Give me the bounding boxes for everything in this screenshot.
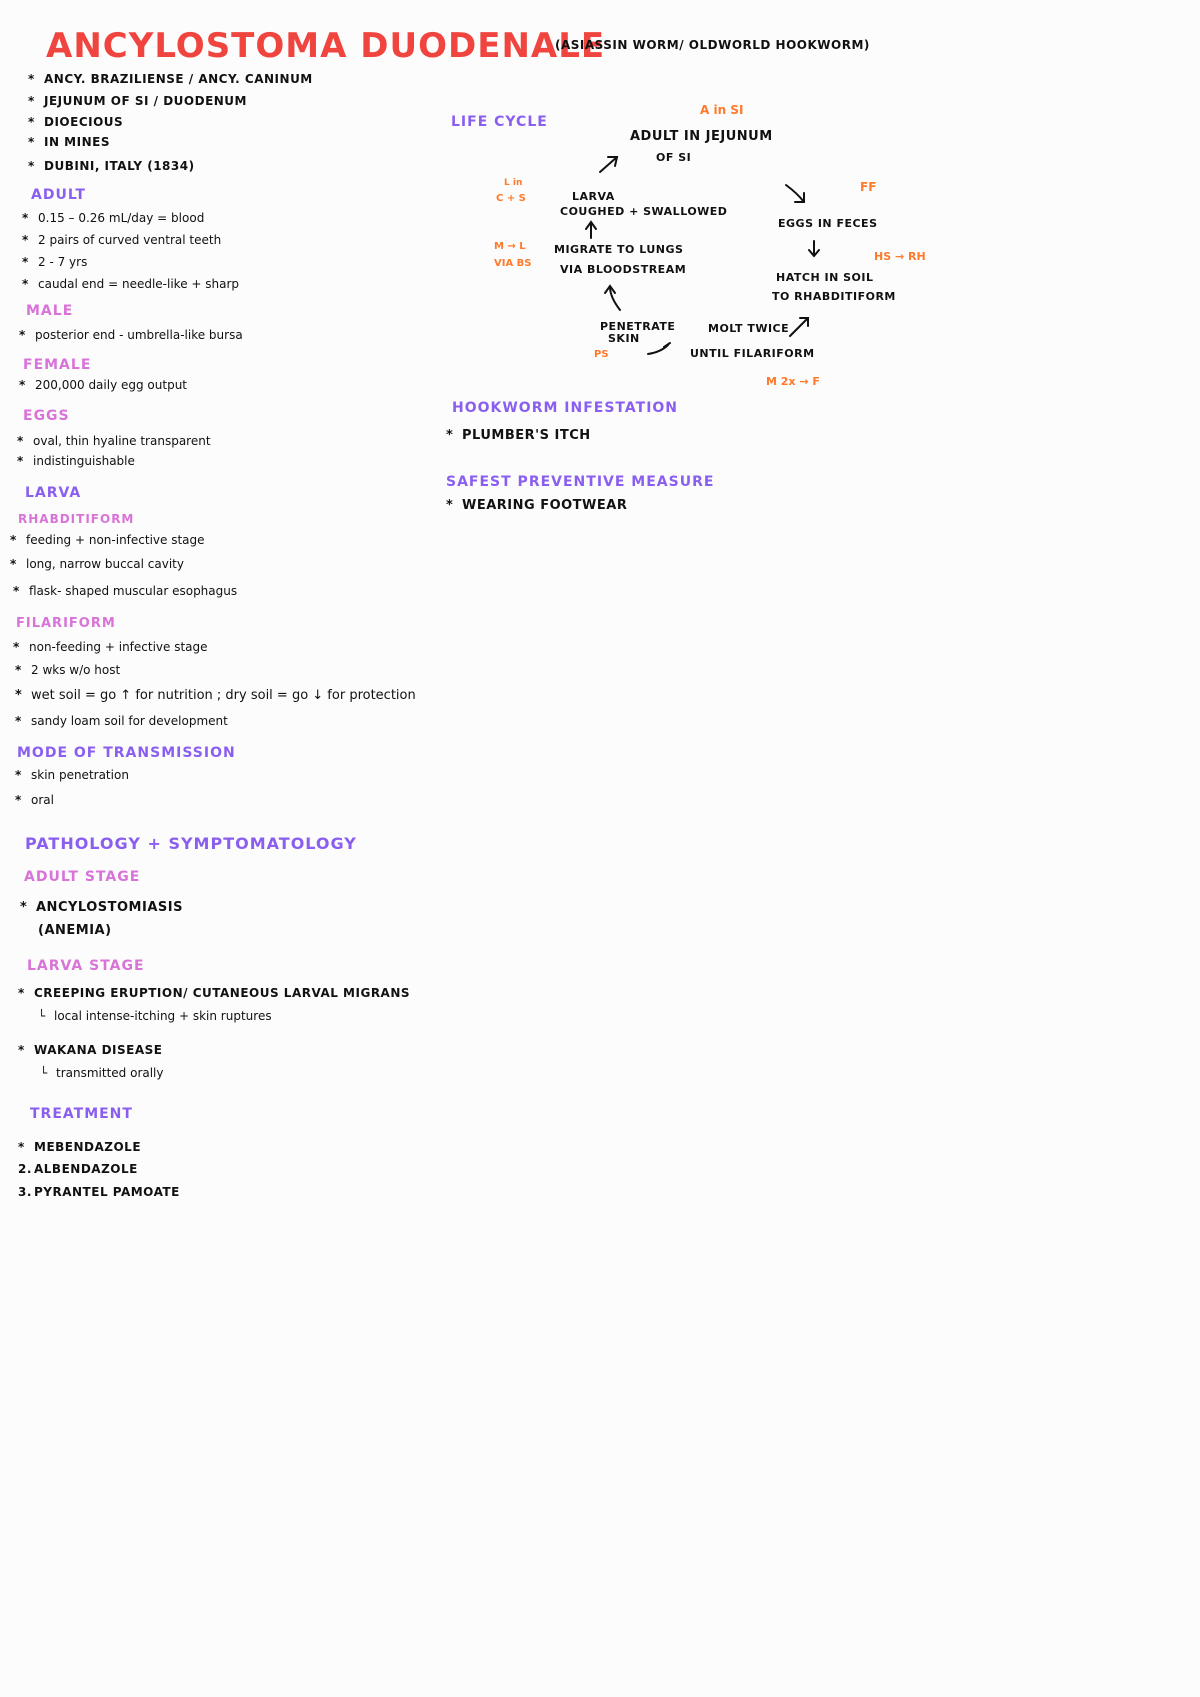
bullet-icon: * [28, 115, 35, 129]
filariform-item: *non-feeding + infective stage [13, 640, 208, 654]
filariform-item: *wet soil = go ↑ for nutrition ; dry soi… [15, 688, 416, 703]
bullet-icon: * [28, 135, 35, 149]
note-m-l: M → L [494, 241, 526, 252]
infestation-heading: HOOKWORM INFESTATION [452, 400, 679, 416]
adult-stage-item: *ANCYLOSTOMIASIS [20, 900, 183, 915]
bullet-icon: * [28, 159, 35, 173]
intro-item: *DUBINI, ITALY (1834) [28, 159, 195, 173]
treatment-item: 3.PYRANTEL PAMOATE [18, 1185, 180, 1199]
eggs-item: *indistinguishable [17, 454, 135, 468]
female-heading: FEMALE [23, 357, 92, 373]
adult-heading: ADULT [31, 187, 86, 203]
filariform-heading: FILARIFORM [16, 616, 116, 631]
rhabditiform-item: *flask- shaped muscular esophagus [13, 584, 238, 598]
prevention-item: *WEARING FOOTWEAR [446, 498, 628, 513]
rhabditiform-item: *feeding + non-infective stage [10, 533, 205, 547]
filariform-item: *sandy loam soil for development [15, 714, 228, 728]
node-penetrate-skin-2: SKIN [608, 332, 640, 345]
larva-heading: LARVA [25, 485, 82, 501]
node-migrate-to-lungs: MIGRATE TO LUNGS [554, 243, 684, 256]
infestation-item: *PLUMBER'S ITCH [446, 428, 591, 443]
bullet-icon: * [28, 94, 35, 108]
larva-stage-item: *WAKANA DISEASE [18, 1043, 163, 1057]
node-penetrate-skin: PENETRATE [600, 320, 676, 333]
node-hatch-in-soil-2: TO RHABDITIFORM [772, 290, 896, 303]
node-molt-twice-2: UNTIL FILARIFORM [690, 347, 815, 360]
intro-item: *ANCY. BRAZILIENSE / ANCY. CANINUM [28, 72, 313, 86]
note-ff: FF [860, 180, 877, 194]
adult-item: *2 pairs of curved ventral teeth [22, 233, 222, 247]
adult-item: *caudal end = needle-like + sharp [22, 277, 240, 291]
node-hatch-in-soil: HATCH IN SOIL [776, 271, 874, 284]
note-hs-rh: HS → RH [874, 250, 926, 263]
male-heading: MALE [26, 303, 74, 319]
note-c-s: C + S [496, 193, 526, 204]
larva-stage-item: *CREEPING ERUPTION/ CUTANEOUS LARVAL MIG… [18, 986, 411, 1000]
intro-item: *JEJUNUM OF SI / DUODENUM [28, 94, 247, 108]
rhabditiform-item: *long, narrow buccal cavity [10, 557, 184, 571]
page-subtitle: (ASIASSIN WORM/ OLDWORLD HOOKWORM) [555, 38, 870, 52]
adult-item: *2 - 7 yrs [22, 255, 88, 269]
transmission-heading: MODE OF TRANSMISSION [17, 745, 236, 761]
treatment-item: *MEBENDAZOLE [18, 1140, 142, 1154]
note-l-in: L in [504, 178, 523, 188]
node-adult-in-jejunum: ADULT IN JEJUNUM [630, 129, 773, 144]
rhabditiform-heading: RHABDITIFORM [18, 512, 135, 526]
adult-stage-heading: ADULT STAGE [24, 869, 141, 885]
note-ps: PS [594, 349, 609, 360]
node-adult-in-jejunum-2: OF SI [656, 151, 692, 164]
node-migrate-to-lungs-2: VIA BLOODSTREAM [560, 263, 687, 276]
treatment-heading: TREATMENT [30, 1106, 133, 1122]
note-m2x-f: M 2x → F [766, 375, 820, 388]
treatment-item: 2.ALBENDAZOLE [18, 1162, 138, 1176]
larva-stage-subitem: └local intense-itching + skin ruptures [38, 1009, 272, 1023]
node-larva-coughed: LARVA [572, 190, 615, 203]
eggs-item: *oval, thin hyaline transparent [17, 434, 211, 448]
male-item: *posterior end - umbrella-like bursa [19, 328, 243, 342]
node-molt-twice: MOLT TWICE [708, 322, 790, 335]
note-a-in-si: A in SI [700, 103, 744, 117]
note-via-bs: VIA BS [494, 258, 532, 269]
adult-item: *0.15 – 0.26 mL/day = blood [22, 211, 205, 225]
adult-stage-item: (ANEMIA) [38, 923, 112, 938]
transmission-item: *skin penetration [15, 768, 129, 782]
bullet-icon: * [28, 72, 35, 86]
page-title: ANCYLOSTOMA DUODENALE [46, 26, 606, 66]
transmission-item: *oral [15, 793, 54, 807]
prevention-heading: SAFEST PREVENTIVE MEASURE [446, 474, 715, 490]
pathology-heading: PATHOLOGY + SYMPTOMATOLOGY [25, 834, 357, 853]
intro-item: *IN MINES [28, 135, 110, 149]
larva-stage-heading: LARVA STAGE [27, 958, 145, 974]
intro-item: *DIOECIOUS [28, 115, 124, 129]
larva-stage-subitem: └transmitted orally [40, 1066, 164, 1080]
life-cycle-heading: LIFE CYCLE [451, 114, 548, 130]
node-larva-coughed-2: COUGHED + SWALLOWED [560, 205, 728, 218]
node-eggs-in-feces: EGGS IN FECES [778, 217, 878, 230]
female-item: *200,000 daily egg output [19, 378, 188, 392]
eggs-heading: EGGS [23, 408, 70, 424]
filariform-item: *2 wks w/o host [15, 663, 121, 677]
